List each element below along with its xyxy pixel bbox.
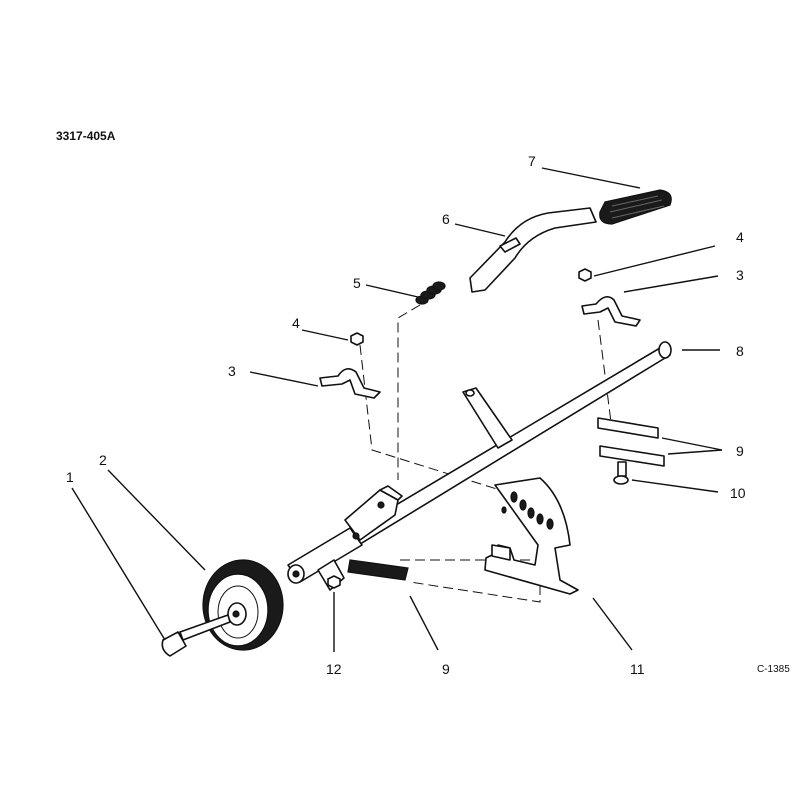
callout-12: 12 xyxy=(326,661,342,677)
hex-nut-left xyxy=(350,332,364,346)
u-clamp-left xyxy=(319,368,381,399)
u-clamp-right xyxy=(581,296,641,327)
diagram-code: 3317-405A xyxy=(56,129,116,143)
leader-lines xyxy=(71,167,723,652)
callout-4-left: 4 xyxy=(292,315,300,331)
callout-9-right: 9 xyxy=(736,443,744,459)
lever-arm xyxy=(287,341,672,591)
callout-labels: 1 2 3 4 5 6 7 4 3 8 9 10 12 9 11 xyxy=(66,153,746,677)
callout-2: 2 xyxy=(99,452,107,468)
adjustment-bracket xyxy=(484,477,579,595)
hex-nut-right xyxy=(578,268,592,282)
spring xyxy=(415,281,446,305)
callout-3-left: 3 xyxy=(228,363,236,379)
callout-6: 6 xyxy=(442,211,450,227)
handle-lever xyxy=(469,207,597,293)
callout-4-right: 4 xyxy=(736,229,744,245)
shim-upper-b xyxy=(599,445,665,467)
callout-3-right: 3 xyxy=(736,267,744,283)
shim-upper-a xyxy=(597,417,659,439)
callout-8: 8 xyxy=(736,343,744,359)
callout-7: 7 xyxy=(528,153,536,169)
callout-9-bottom: 9 xyxy=(442,661,450,677)
callout-5: 5 xyxy=(353,275,361,291)
callout-11: 11 xyxy=(630,661,645,677)
screw xyxy=(613,461,629,485)
hex-nut-bottom xyxy=(327,575,341,589)
wheel xyxy=(202,559,284,651)
shim-lower xyxy=(347,559,409,581)
callout-1: 1 xyxy=(66,469,74,485)
handle-grip xyxy=(599,189,672,225)
callout-10: 10 xyxy=(730,485,746,501)
figure-code: C-1385 xyxy=(757,664,790,675)
axle-bolt xyxy=(161,614,231,657)
